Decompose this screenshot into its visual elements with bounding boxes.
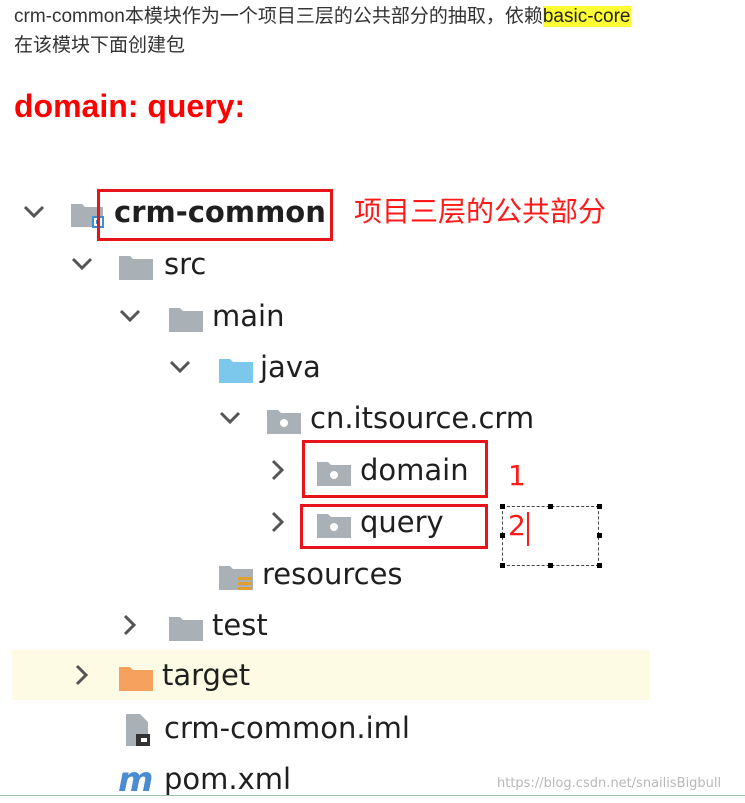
package-icon xyxy=(266,406,301,434)
chevron-right-icon[interactable] xyxy=(266,458,290,482)
resize-handle[interactable] xyxy=(548,563,553,568)
folder-icon xyxy=(168,304,203,332)
chevron-down-icon[interactable] xyxy=(118,304,142,328)
tree-label-package: cn.itsource.crm xyxy=(310,401,535,435)
resize-handle[interactable] xyxy=(597,533,602,538)
annotation-box-query xyxy=(300,504,488,549)
tree-item-iml[interactable]: crm-common.iml xyxy=(0,704,660,752)
intro-line1-text: crm-common本模块作为一个项目三层的公共部分的抽取，依赖 xyxy=(14,6,543,27)
tree-label-pom: pom.xml xyxy=(164,762,292,796)
tree-item-package[interactable]: cn.itsource.crm xyxy=(0,394,660,442)
tree-label-test: test xyxy=(212,608,268,642)
intro-line2-text: 在该模块下面创建包 xyxy=(14,35,186,56)
annotation-box-module xyxy=(97,189,333,241)
watermark: https://blog.csdn.net/snailisBigbull xyxy=(497,776,722,791)
tree-item-main[interactable]: main xyxy=(0,292,660,340)
resize-handle[interactable] xyxy=(500,533,505,538)
resize-handle[interactable] xyxy=(548,504,553,509)
tree-label-java: java xyxy=(260,350,321,384)
resources-folder-icon xyxy=(218,562,253,590)
bottom-divider xyxy=(0,795,745,796)
svg-text:m: m xyxy=(118,763,153,795)
tree-label-query: query xyxy=(360,505,444,539)
source-folder-icon xyxy=(218,355,253,383)
tree-item-domain[interactable]: domain xyxy=(0,446,660,494)
maven-icon: m xyxy=(118,760,153,800)
folder-icon xyxy=(118,252,153,280)
tree-item-crm-common[interactable]: crm-common xyxy=(0,188,660,236)
tree-label-crm-common: crm-common xyxy=(114,195,326,229)
resize-handle[interactable] xyxy=(597,504,602,509)
folder-icon xyxy=(168,613,203,641)
package-icon xyxy=(316,510,351,538)
tree-label-domain: domain xyxy=(360,453,469,487)
tree-item-target[interactable]: target xyxy=(12,650,650,700)
package-icon xyxy=(316,458,351,486)
chevron-down-icon[interactable] xyxy=(168,355,192,379)
excluded-folder-icon xyxy=(118,663,153,691)
chevron-down-icon[interactable] xyxy=(22,200,46,224)
chevron-right-icon[interactable] xyxy=(118,613,142,637)
chevron-down-icon[interactable] xyxy=(218,406,242,430)
annotation-module-note: 项目三层的公共部分 xyxy=(354,195,607,228)
tree-item-query[interactable]: query xyxy=(0,498,660,546)
text-caret xyxy=(527,512,529,546)
tree-label-target: target xyxy=(162,658,251,692)
tree-item-pom[interactable]: m pom.xml xyxy=(0,755,660,803)
resize-handle[interactable] xyxy=(500,504,505,509)
chevron-down-icon[interactable] xyxy=(70,252,94,276)
tree-label-iml: crm-common.iml xyxy=(164,711,410,745)
tree-item-resources[interactable]: resources xyxy=(0,550,660,598)
text-box-selection[interactable] xyxy=(502,506,599,566)
tree-item-test[interactable]: test xyxy=(0,601,660,649)
chevron-right-icon[interactable] xyxy=(70,663,94,687)
annotation-number-1: 1 xyxy=(508,459,526,492)
tree-label-resources: resources xyxy=(262,557,403,591)
intro-paragraph: crm-common本模块作为一个项目三层的公共部分的抽取，依赖basic-co… xyxy=(14,2,742,60)
tree-item-java[interactable]: java xyxy=(0,343,660,391)
tree-label-main: main xyxy=(212,299,285,333)
chevron-right-icon[interactable] xyxy=(266,510,290,534)
resize-handle[interactable] xyxy=(500,563,505,568)
tree-item-src[interactable]: src xyxy=(0,240,660,288)
annotation-number-2: 2 xyxy=(508,509,526,542)
highlighted-dependency: basic-core xyxy=(542,6,631,27)
section-heading: domain: query: xyxy=(14,88,246,124)
tree-label-src: src xyxy=(164,247,207,281)
resize-handle[interactable] xyxy=(597,563,602,568)
iml-file-icon xyxy=(120,712,154,746)
annotation-box-domain xyxy=(302,440,488,498)
